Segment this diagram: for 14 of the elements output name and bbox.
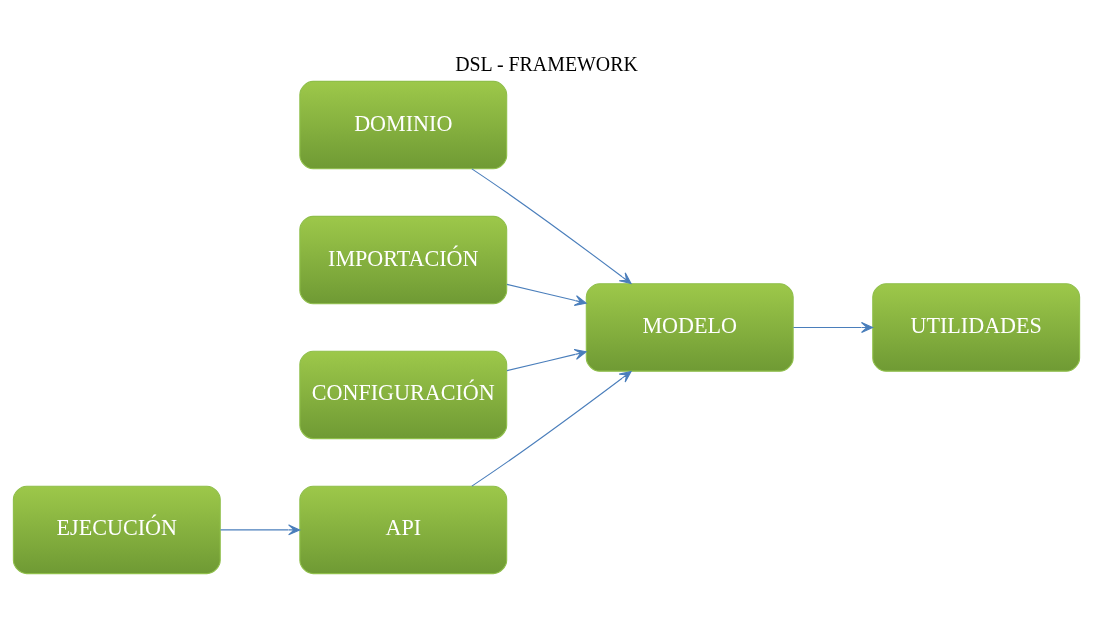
arrow	[792, 321, 874, 333]
node-box: DOMINIO	[299, 80, 508, 170]
node-box: API	[299, 485, 508, 575]
node-box: UTILIDADES	[872, 283, 1081, 372]
arrow	[471, 370, 632, 487]
node-box: MODELO	[585, 283, 794, 372]
arrow	[506, 283, 587, 306]
arrow	[506, 348, 587, 372]
arrow	[471, 168, 632, 285]
node-box: EJECUCIÓN	[12, 485, 221, 575]
node-box: CONFIGURACIÓN	[299, 350, 508, 440]
arrow	[219, 524, 301, 536]
diagram-title: DSL - FRAMEWORK	[455, 52, 638, 75]
node-box: IMPORTACIÓN	[299, 215, 508, 305]
